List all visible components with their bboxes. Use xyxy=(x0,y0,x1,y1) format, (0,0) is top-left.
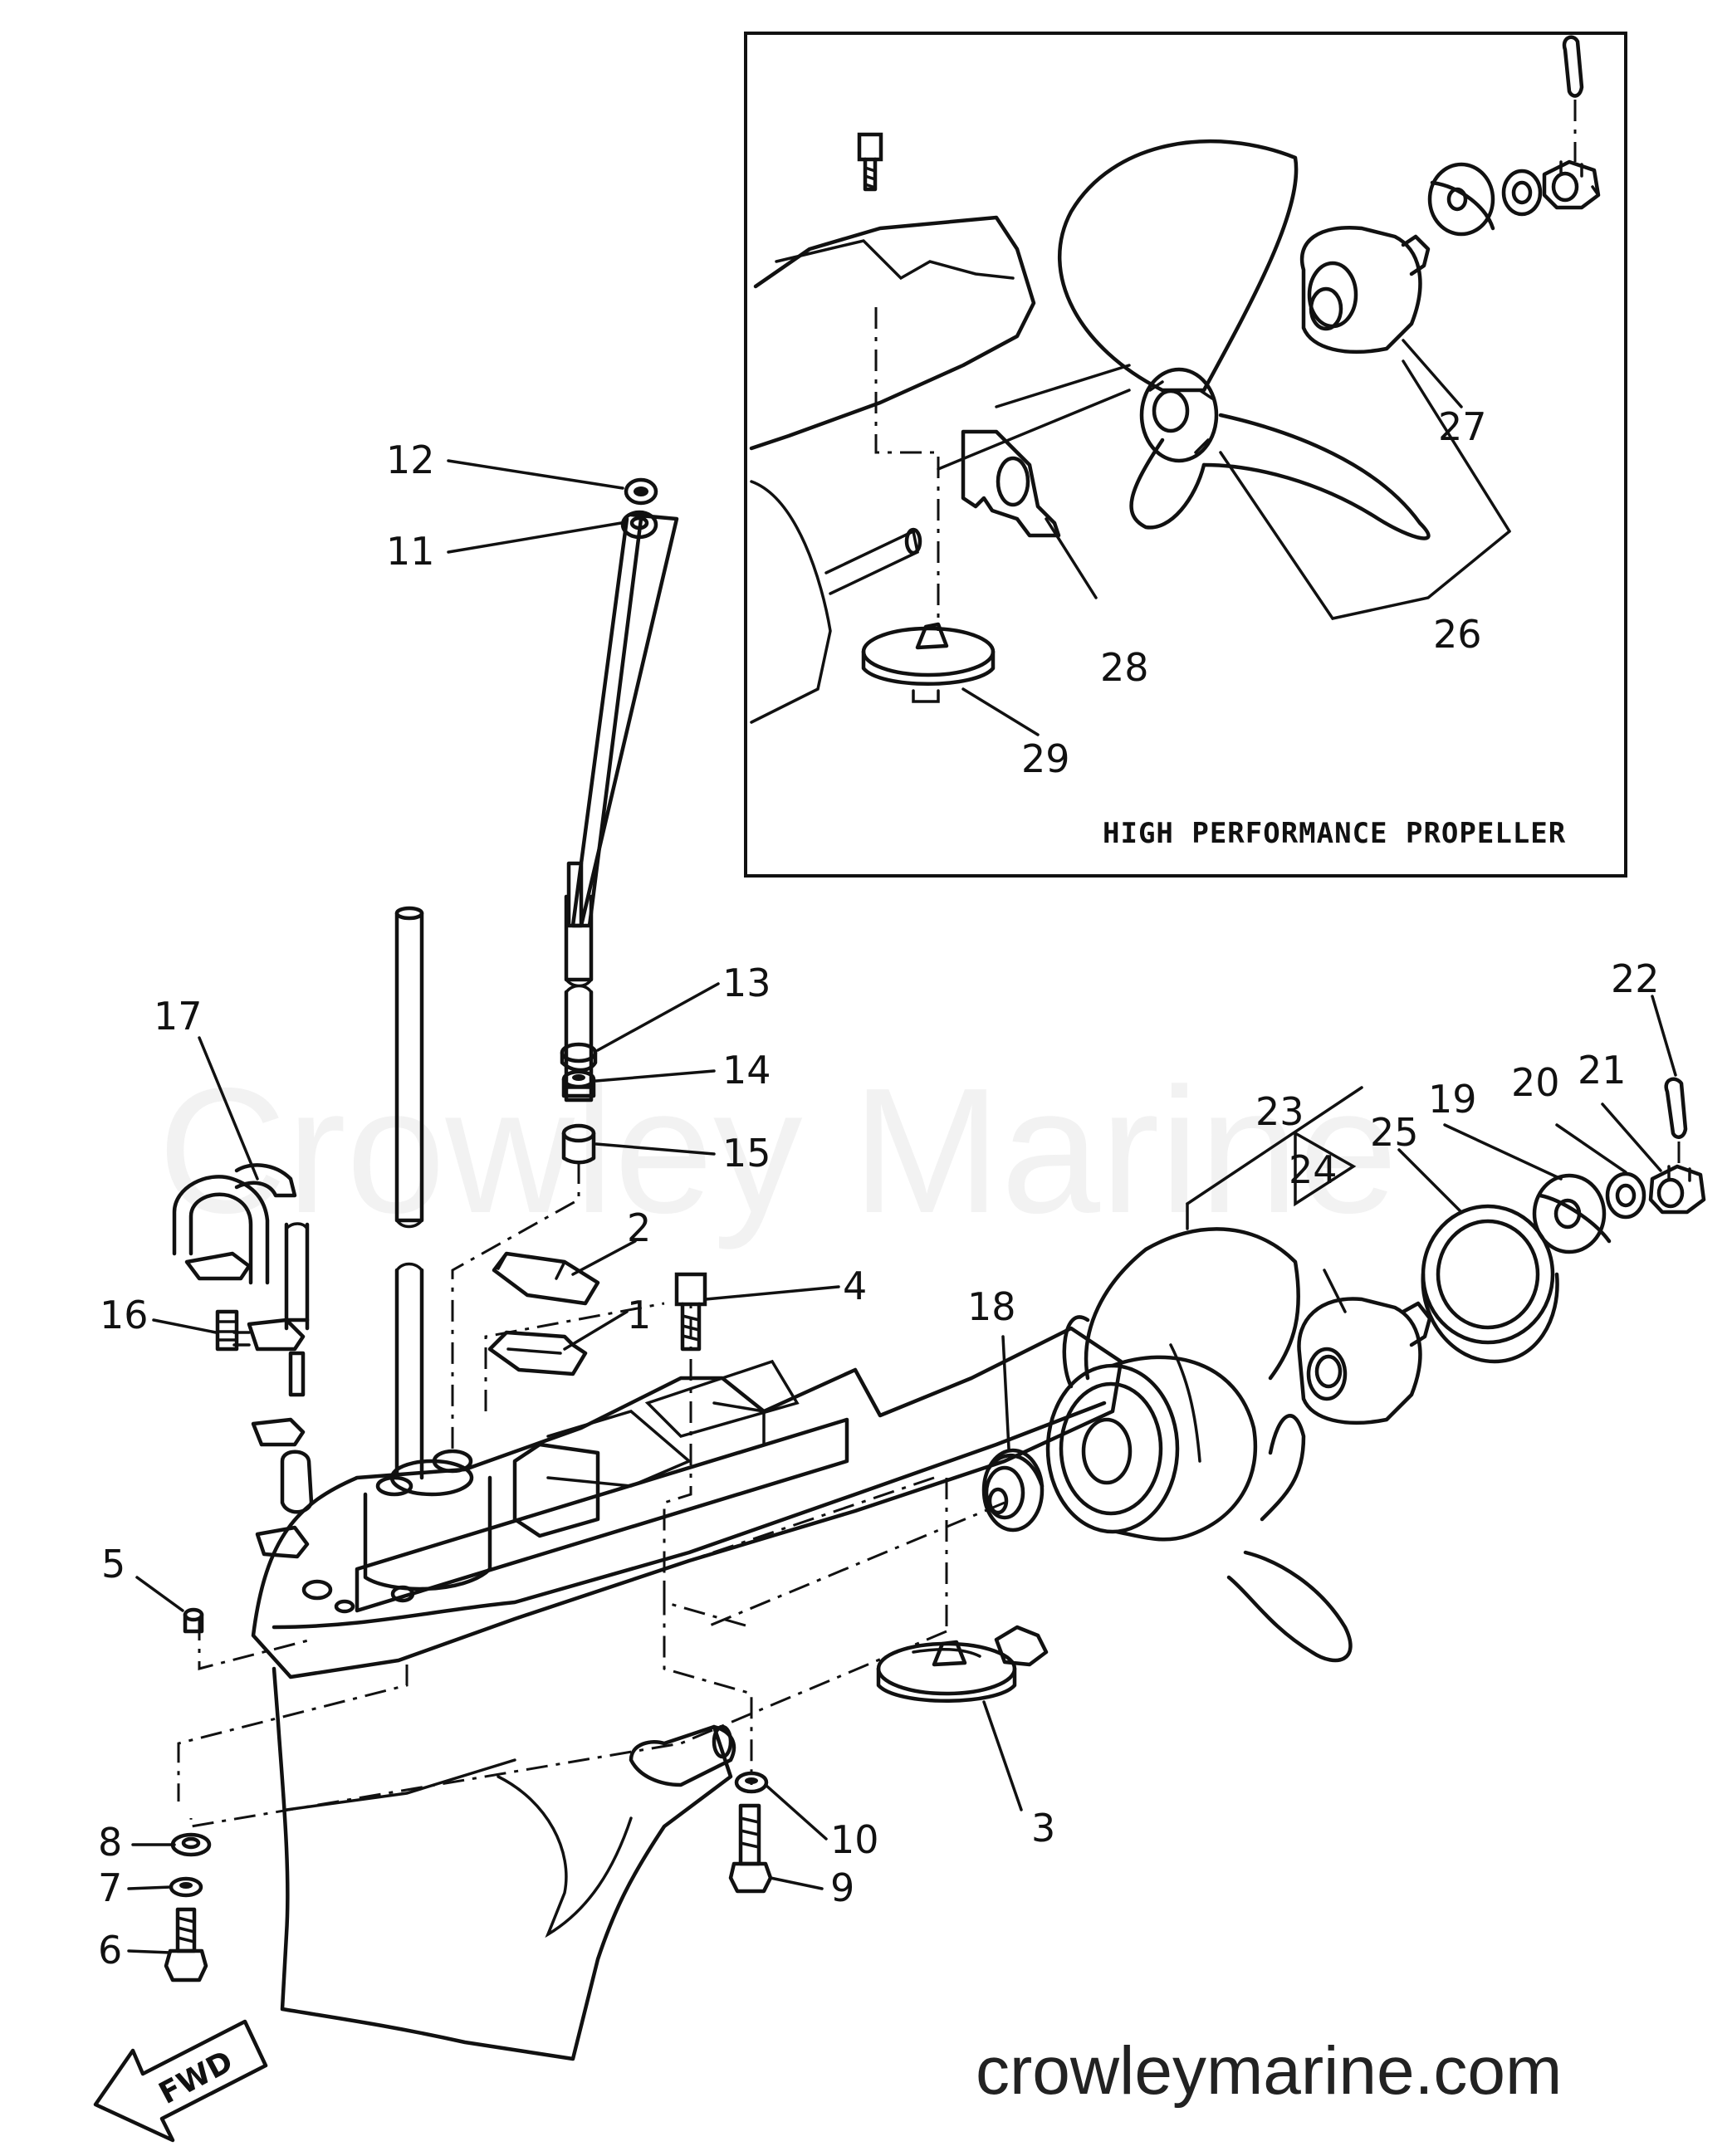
callout-8: 8 xyxy=(98,1820,122,1865)
part-11 xyxy=(620,510,658,540)
callout-11: 11 xyxy=(386,529,435,574)
shift-rod xyxy=(566,512,679,928)
callout-9: 9 xyxy=(830,1865,854,1910)
callout-13: 13 xyxy=(722,961,771,1005)
part-15 xyxy=(561,1123,596,1165)
inset-high-performance-propeller: HIGH PERFORMANCE PROPELLER xyxy=(744,32,1627,878)
site-url: crowleymarine.com xyxy=(976,2033,1562,2109)
part-23-propeller xyxy=(1045,1227,1353,1663)
callout-26: 26 xyxy=(1433,612,1482,657)
fittings-cluster xyxy=(184,1251,314,1559)
inset-frame xyxy=(744,32,1627,878)
leader-lines xyxy=(127,459,1677,1954)
drive-shaft xyxy=(394,911,424,1223)
callout-18: 18 xyxy=(967,1284,1016,1329)
inset-bolt xyxy=(857,132,883,192)
part-16 xyxy=(215,1309,239,1352)
part-24 xyxy=(1297,1297,1432,1425)
part-8 xyxy=(170,1832,212,1857)
part-1 xyxy=(487,1330,588,1376)
inset-damper-27 xyxy=(1299,226,1431,354)
callout-19: 19 xyxy=(1428,1077,1477,1122)
inset-spacer-28 xyxy=(961,429,1061,538)
inset-anode-29 xyxy=(861,622,996,703)
callout-17: 17 xyxy=(154,994,203,1039)
callout-14: 14 xyxy=(722,1048,771,1093)
inset-nut xyxy=(1542,159,1601,210)
inset-washer xyxy=(1427,162,1495,237)
inset-cotter-pin xyxy=(1562,35,1584,162)
part-9 xyxy=(728,1803,773,1894)
callout-24: 24 xyxy=(1289,1147,1338,1192)
callout-10: 10 xyxy=(830,1817,879,1862)
callout-15: 15 xyxy=(722,1131,771,1176)
part-20 xyxy=(1605,1171,1646,1220)
part-5 xyxy=(183,1607,204,1634)
callout-labels: 1 2 3 4 5 6 7 8 9 10 11 12 13 14 15 16 1… xyxy=(98,404,1660,1973)
callout-1: 1 xyxy=(627,1293,651,1337)
callout-29: 29 xyxy=(1021,736,1070,781)
part-3 xyxy=(876,1625,1049,1703)
inset-ring xyxy=(1501,169,1543,217)
part-14 xyxy=(561,1069,596,1098)
callout-3: 3 xyxy=(1031,1806,1055,1850)
inset-gearcase xyxy=(749,215,1036,451)
lower-gearcase xyxy=(177,512,1123,2061)
part-10 xyxy=(734,1771,769,1794)
part-4 xyxy=(674,1272,707,1352)
callout-27: 27 xyxy=(1438,404,1487,449)
part-12 xyxy=(624,477,658,506)
watermark: Crowley Marine xyxy=(158,1050,1397,1250)
callout-23: 23 xyxy=(1255,1089,1304,1134)
callout-25: 25 xyxy=(1370,1110,1419,1155)
part-18 xyxy=(981,1448,1045,1533)
callout-7: 7 xyxy=(98,1865,122,1910)
part-21 xyxy=(1648,1164,1706,1215)
callout-12: 12 xyxy=(386,438,435,482)
callout-28: 28 xyxy=(1100,645,1149,690)
part-2 xyxy=(492,1251,600,1306)
part-22 xyxy=(1664,1077,1688,1166)
part-19 xyxy=(1532,1173,1612,1254)
fwd-arrow: FWD xyxy=(93,2019,268,2143)
part-7 xyxy=(169,1876,203,1898)
callout-2: 2 xyxy=(627,1205,651,1250)
part-25 xyxy=(1421,1204,1559,1364)
callout-22: 22 xyxy=(1611,956,1660,1001)
inset-title: HIGH PERFORMANCE PROPELLER xyxy=(1103,817,1566,850)
callout-16: 16 xyxy=(100,1293,149,1337)
callout-20: 20 xyxy=(1511,1060,1560,1105)
callout-6: 6 xyxy=(98,1928,122,1973)
callout-5: 5 xyxy=(101,1542,125,1586)
callout-4: 4 xyxy=(843,1264,867,1308)
callout-21: 21 xyxy=(1578,1048,1627,1093)
part-6 xyxy=(164,1907,208,1982)
inset-propeller xyxy=(1057,139,1431,540)
